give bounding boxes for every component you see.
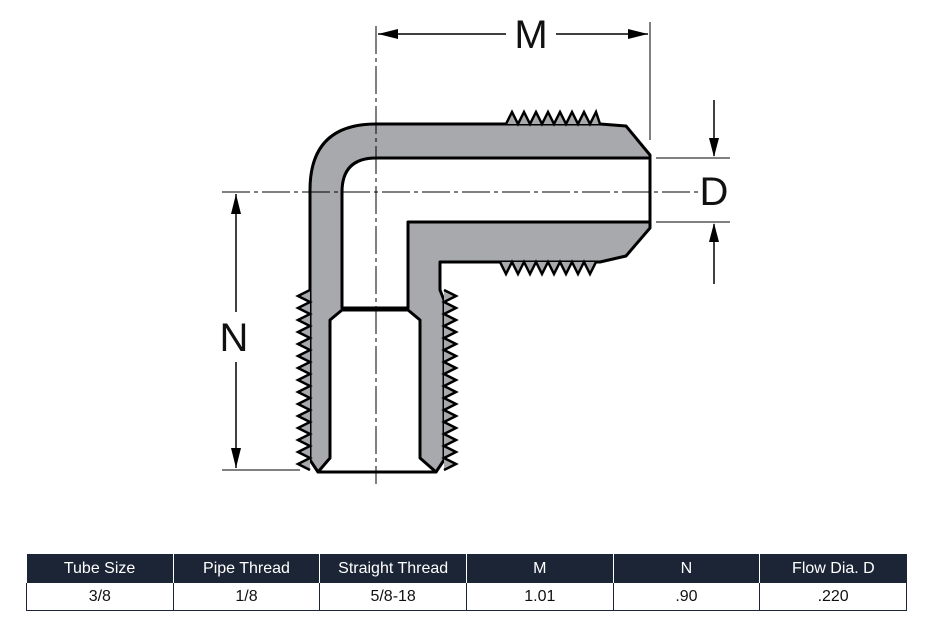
elbow-fitting-diagram: M D N [220,13,730,484]
pipe-thread-right [441,288,459,472]
pipe-counterbore [316,308,438,474]
horizontal-bore [340,156,652,310]
cell-tube-size: 3/8 [26,583,174,611]
dimension-m-label: M [514,13,547,57]
header-n: N [612,554,760,583]
spec-table: Tube Size Pipe Thread Straight Thread M … [26,554,907,611]
cell-n: .90 [612,583,760,611]
table-header-row: Tube Size Pipe Thread Straight Thread M … [26,554,907,583]
table-row: 3/8 1/8 5/8-18 1.01 .90 .220 [26,583,907,611]
dimension-n: N [220,194,300,471]
header-pipe-thread: Pipe Thread [172,554,320,583]
header-m: M [465,554,614,583]
cell-flow-dia-d: .220 [759,583,907,611]
dimension-d: D [656,100,730,284]
cell-pipe-thread: 1/8 [172,583,320,611]
cell-straight-thread: 5/8-18 [319,583,467,611]
straight-thread-bottom [498,259,600,277]
header-tube-size: Tube Size [26,554,174,583]
header-flow-dia-d: Flow Dia. D [759,554,907,583]
dimension-n-label: N [220,316,249,360]
cell-m: 1.01 [465,583,614,611]
dimension-d-label: D [700,170,729,214]
dimension-m: M [378,13,651,140]
header-straight-thread: Straight Thread [319,554,467,583]
pipe-thread-left [295,288,313,472]
straight-thread-top [504,108,602,127]
